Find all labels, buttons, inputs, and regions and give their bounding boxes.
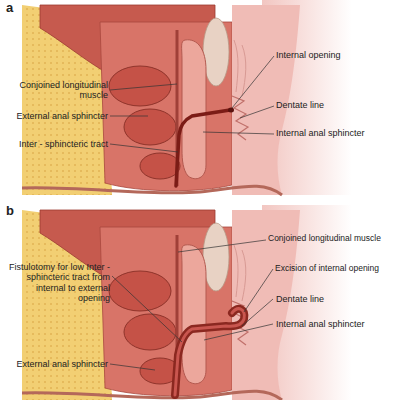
leader-line xyxy=(232,56,274,108)
procedure-label: Fistulotomy for low Inter - sphincteric … xyxy=(2,262,110,303)
leader-line xyxy=(240,106,274,118)
leader-line xyxy=(110,144,178,152)
internal-opening-mark xyxy=(228,108,234,113)
fistula-tract xyxy=(176,110,230,186)
part-label: Dentate line xyxy=(276,100,324,110)
part-label: Internal anal sphincter xyxy=(276,319,365,329)
part-label: Conjoined longitudinal muscle xyxy=(0,80,108,101)
panel-letter: a xyxy=(6,1,13,16)
leader-line xyxy=(110,84,177,90)
part-label: Inter - sphincteric tract xyxy=(19,139,108,149)
leader-line xyxy=(244,269,273,312)
panel-a-anatomy xyxy=(22,0,352,195)
leader-line xyxy=(110,364,155,370)
part-label: Internal anal sphincter xyxy=(276,128,365,138)
part-label: Internal opening xyxy=(276,50,341,60)
leader-line xyxy=(203,132,274,134)
leader-line xyxy=(178,240,266,252)
part-label: Conjoined longitudinal muscle xyxy=(268,234,381,244)
part-label: External anal sphincter xyxy=(16,359,108,369)
procedure-label: Excision of internal opening xyxy=(275,264,379,274)
part-label: External anal sphincter xyxy=(16,111,108,121)
fistulotomy-wound xyxy=(175,309,244,395)
part-label: Dentate line xyxy=(276,294,324,304)
leader-line xyxy=(110,116,148,117)
leader-line xyxy=(112,276,182,342)
leader-line xyxy=(242,299,273,326)
fistulotomy-bed xyxy=(175,309,244,395)
leader-lines xyxy=(110,56,274,370)
leader-line xyxy=(204,324,273,340)
panel-letter: b xyxy=(6,204,14,219)
